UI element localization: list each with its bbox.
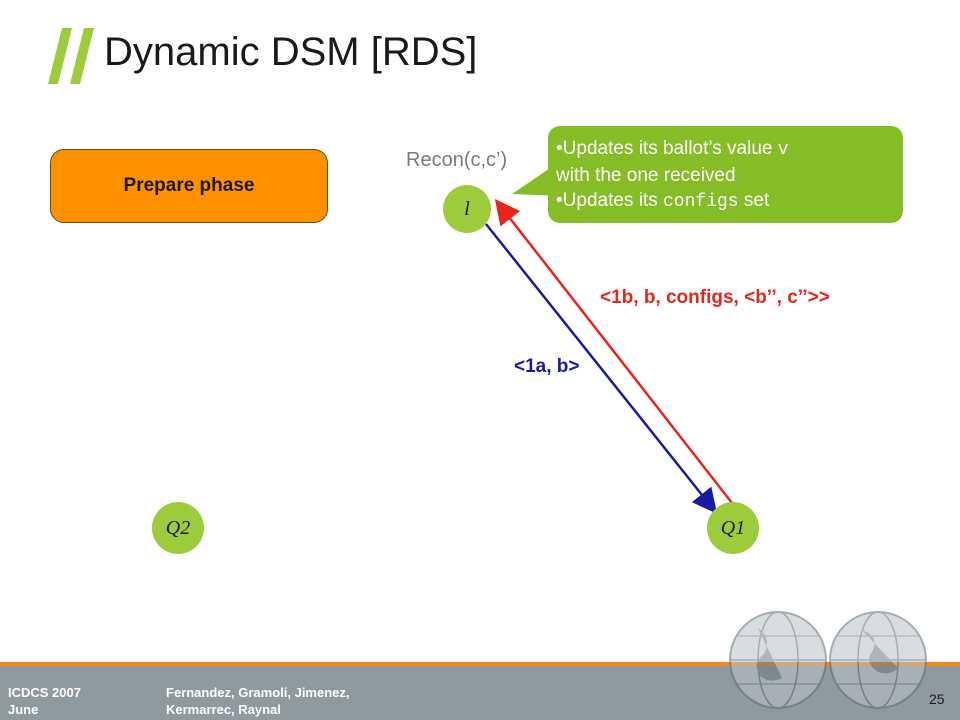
footer-conference: ICDCS 2007 June	[8, 685, 81, 717]
title-slashes-icon	[48, 28, 94, 84]
quorum-q1-node: Q1	[707, 502, 759, 554]
page-number: 25	[929, 691, 945, 707]
phase-label: Prepare phase	[123, 175, 255, 196]
code-configs: configs	[662, 192, 739, 212]
footer-authors: Fernandez, Gramoli, Jimenez, Kermarrec, …	[166, 685, 350, 717]
callout-bubble	[548, 126, 903, 223]
callout-bullet-2: •Updates its configs set	[556, 190, 770, 212]
blue-arrow	[485, 223, 718, 514]
message-1a-label: <1a, b>	[514, 356, 580, 377]
code-v: v	[777, 140, 789, 160]
quorum-q2-node: Q2	[152, 502, 204, 554]
message-1b-label: <1b, b, configs, <b’’, c’’>>	[600, 287, 830, 308]
slide-title: Dynamic DSM [RDS]	[104, 30, 478, 74]
prepare-phase-box: Prepare phase	[50, 149, 328, 223]
red-arrow	[494, 199, 733, 504]
footer-accent-bar	[0, 662, 960, 666]
leader-node: l	[443, 185, 491, 233]
recon-label: Recon(c,c’)	[406, 149, 508, 171]
